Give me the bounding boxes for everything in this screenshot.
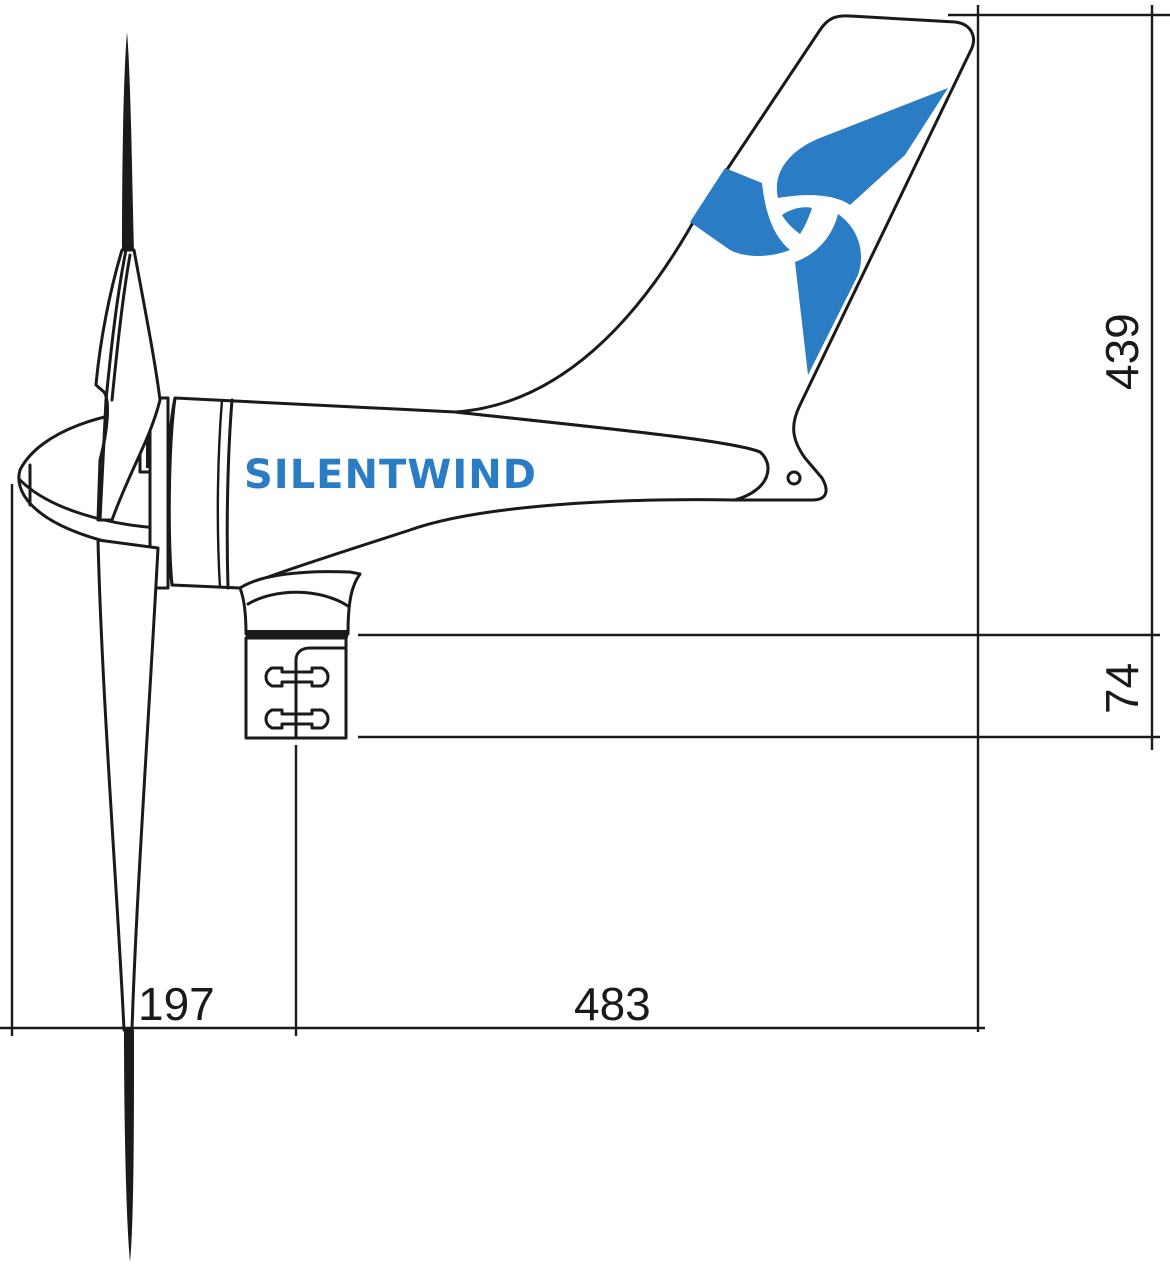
dimension-label-74: 74 <box>1096 663 1148 714</box>
nacelle-body <box>166 396 802 590</box>
yaw-mount <box>238 570 362 740</box>
rotor-blade <box>94 32 162 1262</box>
dimension-label-197: 197 <box>138 978 215 1030</box>
dimension-label-439: 439 <box>1096 313 1148 390</box>
cable-clamp-upper <box>264 666 330 688</box>
brand-logo-text: SILENTWIND <box>244 452 537 498</box>
three-blade-swirl-logo <box>690 88 948 375</box>
dimension-label-483: 483 <box>574 978 651 1030</box>
cable-clamp-lower <box>264 708 330 730</box>
dimension-lines <box>0 5 1170 1036</box>
